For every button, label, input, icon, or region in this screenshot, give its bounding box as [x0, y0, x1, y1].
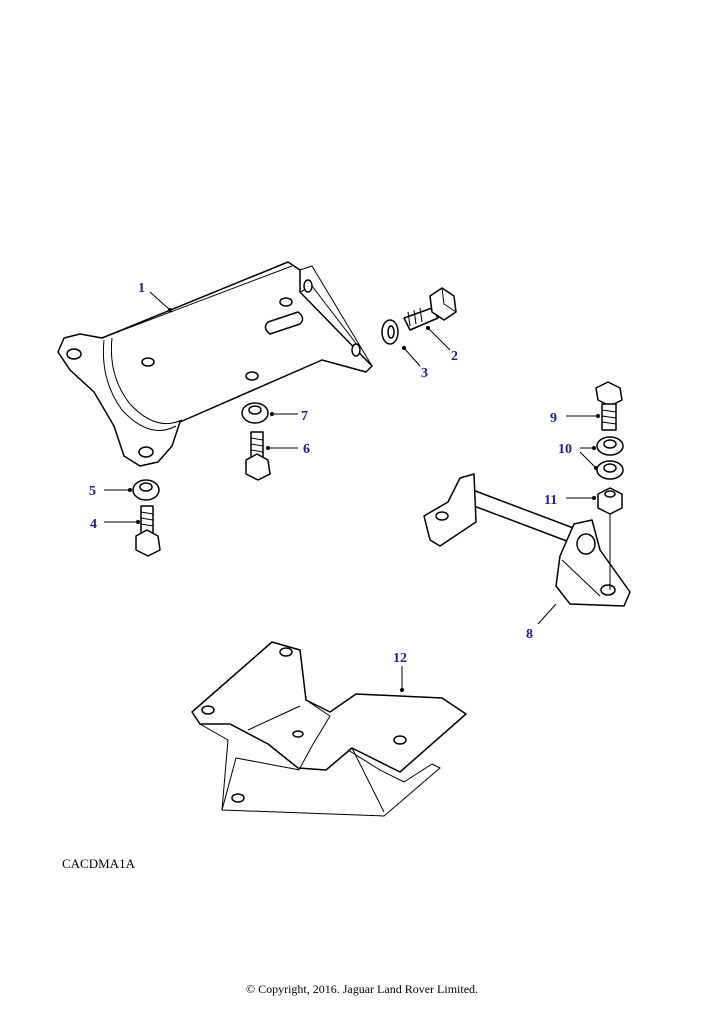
leader-lines: [104, 291, 598, 690]
callout-1: 1: [138, 281, 145, 296]
part-12-mounting-plate: [191, 641, 467, 817]
leader-3: [403, 347, 421, 367]
part-3-washer: [381, 319, 399, 345]
callout-5: 5: [89, 484, 96, 499]
part-2-bolt: [403, 287, 457, 331]
part-1-mounting-bracket: [57, 261, 373, 467]
part-8-tube-bracket: [423, 473, 631, 607]
callout-11: 11: [544, 493, 557, 508]
callout-2: 2: [451, 349, 458, 364]
leader-8: [537, 603, 557, 625]
callout-6: 6: [303, 442, 310, 457]
part-10-washers: [596, 436, 624, 480]
callout-4: 4: [90, 517, 97, 532]
copyright-notice: © Copyright, 2016. Jaguar Land Rover Lim…: [245, 982, 479, 996]
leader-dots: [128, 308, 600, 692]
callout-8: 8: [526, 627, 533, 642]
leader-10: [579, 447, 597, 469]
callout-3: 3: [421, 366, 428, 381]
leader-2: [427, 327, 451, 351]
drawing-code: CACDMA1A: [62, 856, 135, 871]
leader-1: [149, 291, 171, 311]
part-4-bolt: [135, 505, 161, 557]
callout-9: 9: [550, 411, 557, 426]
callout-10: 10: [558, 442, 572, 457]
callout-labels: 1 2 3 4 5 6 7 8 9 10 11 12: [89, 281, 572, 666]
part-5-washer: [132, 479, 160, 501]
part-6-bolt: [245, 431, 271, 481]
part-11-nut: [597, 487, 623, 515]
callout-7: 7: [301, 409, 308, 424]
part-7-washer: [241, 402, 269, 424]
callout-12: 12: [393, 651, 407, 666]
part-9-bolt: [595, 381, 623, 431]
